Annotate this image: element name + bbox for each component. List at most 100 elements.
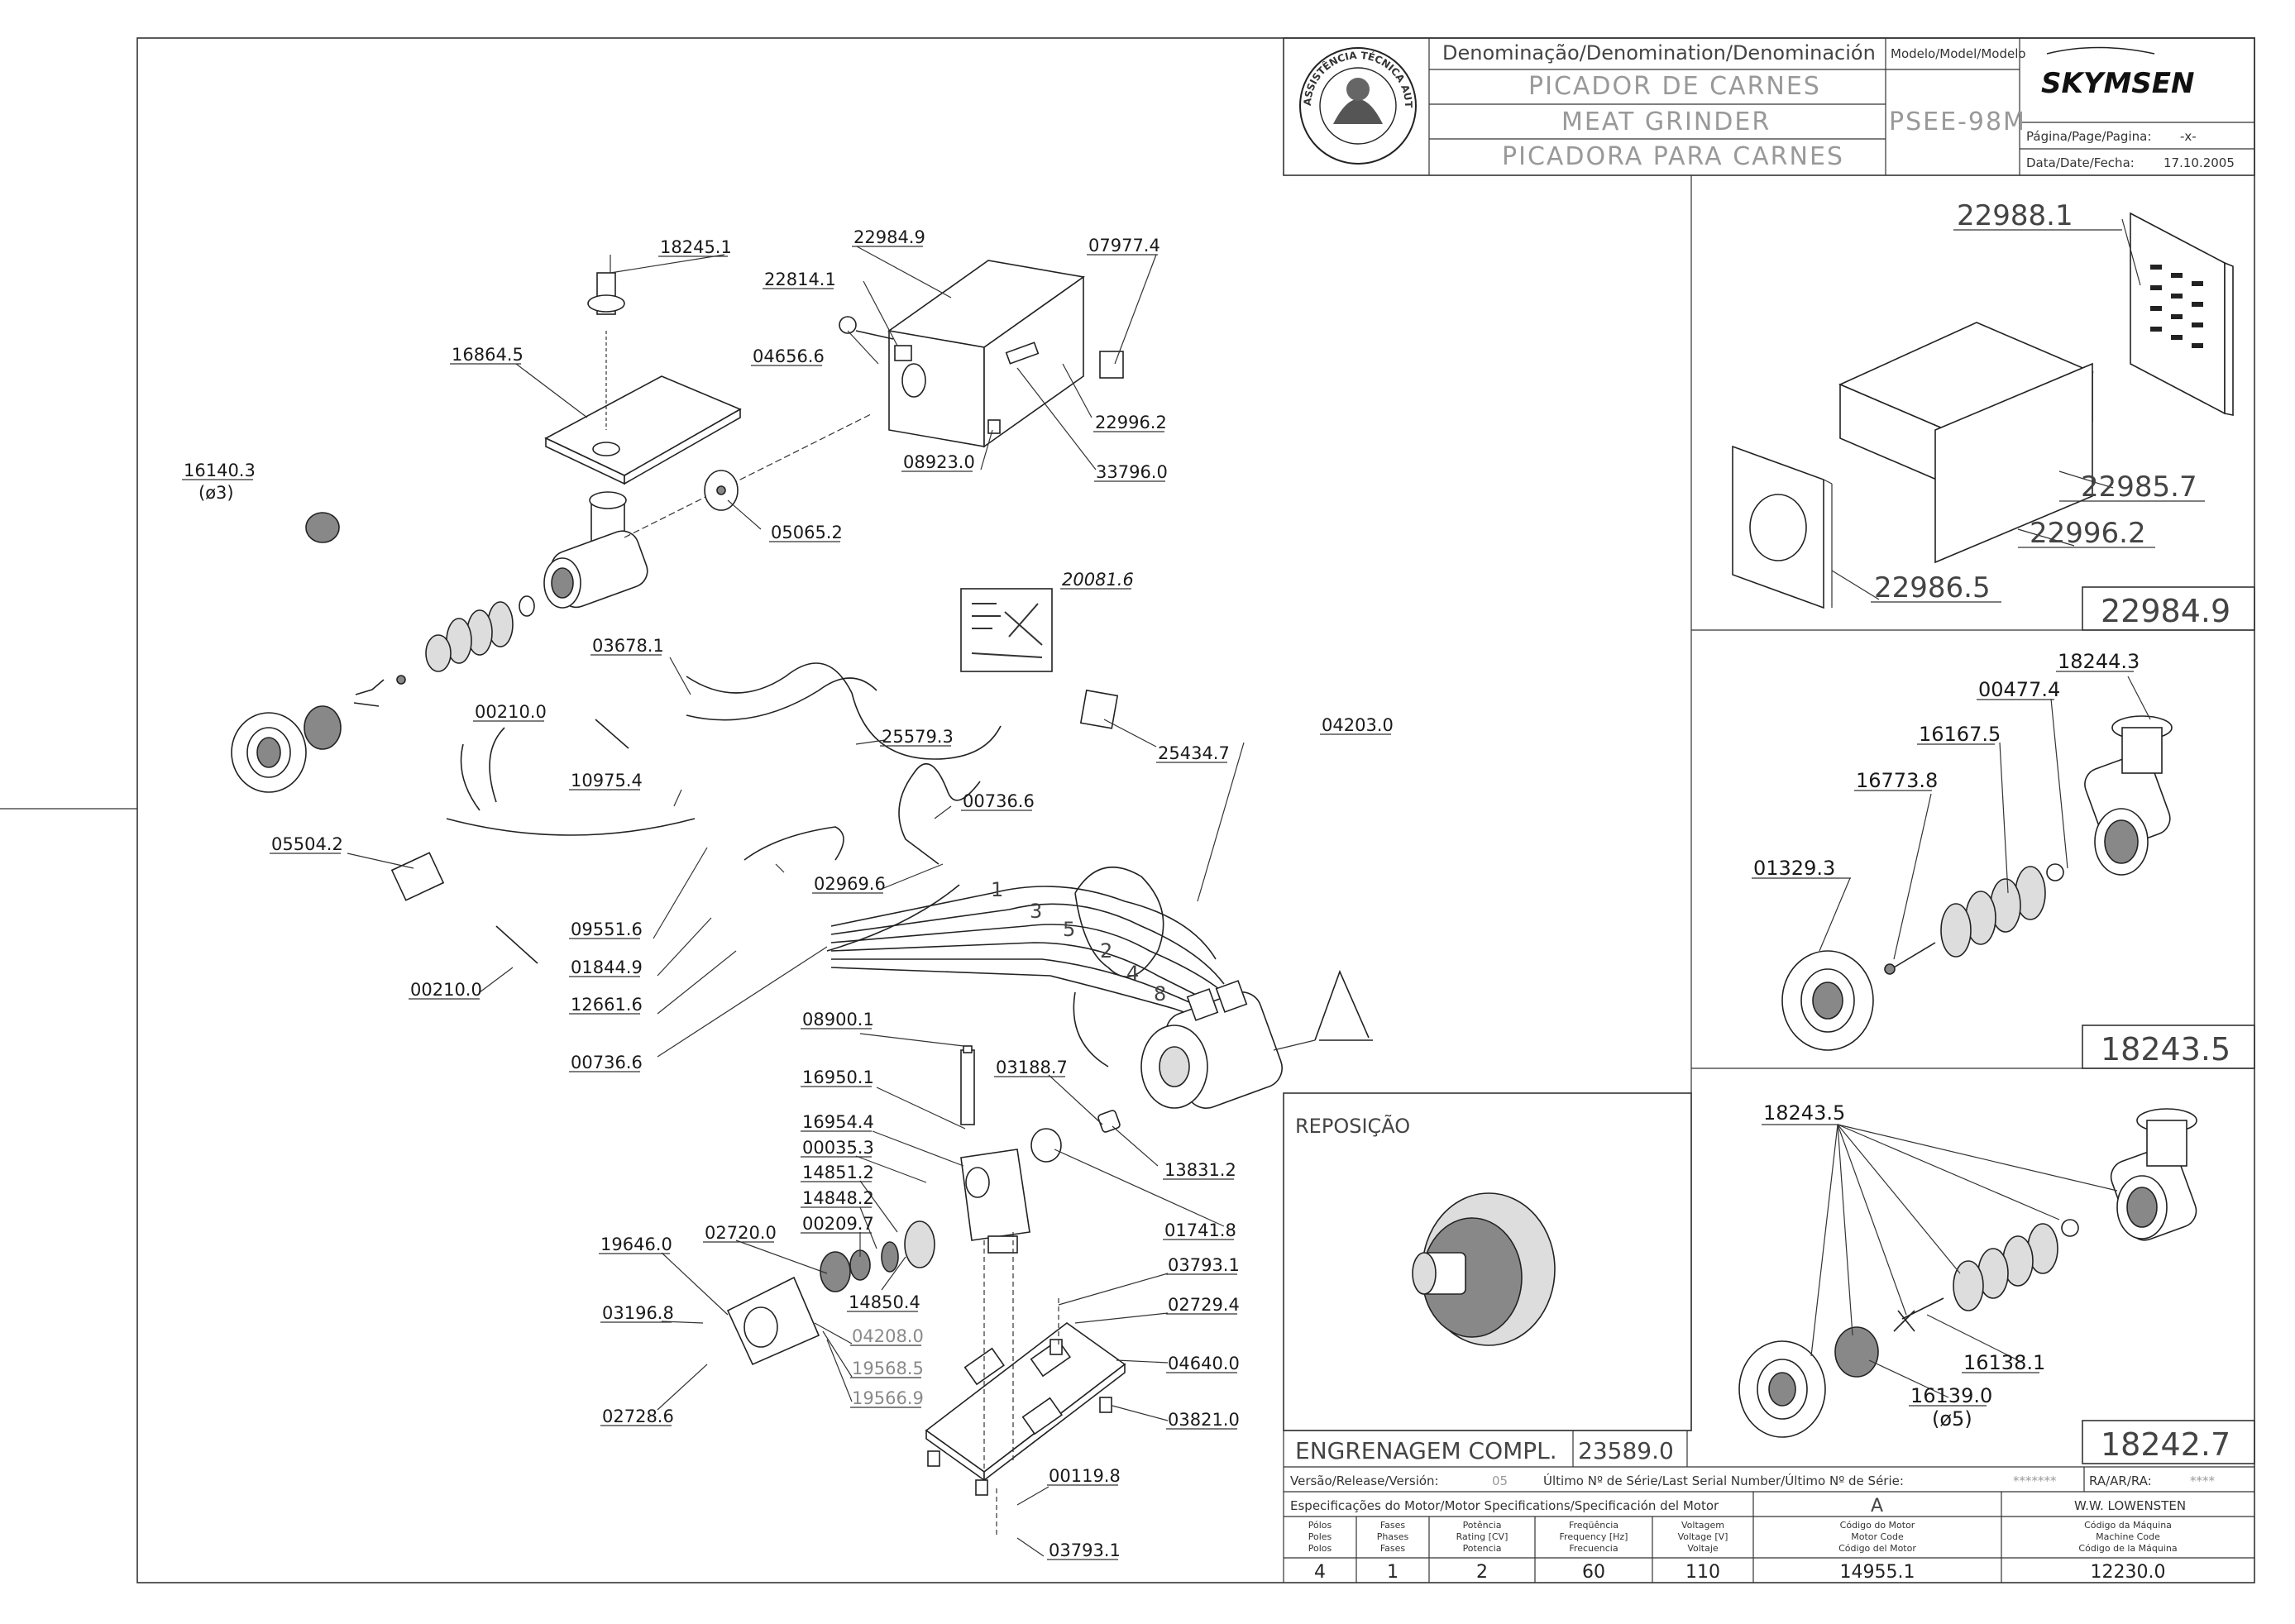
part-label: 07977.4	[1088, 236, 1160, 256]
spec-column-3: Freqüência Frequency [Hz] Frecuencia 60	[1560, 1520, 1628, 1583]
part-label: 14850.4	[849, 1292, 920, 1312]
page-value: -x-	[2180, 129, 2197, 144]
version-label: Versão/Release/Versión:	[1290, 1474, 1439, 1488]
part-label: 00035.3	[802, 1138, 874, 1158]
part-label: 04640.0	[1168, 1354, 1240, 1373]
svg-text:Poles: Poles	[1308, 1531, 1332, 1542]
part-label: 10975.4	[571, 771, 643, 791]
svg-text:Freqüência: Freqüência	[1569, 1520, 1618, 1531]
motor-spec-label: Especificações do Motor/Motor Specificat…	[1290, 1498, 1719, 1513]
svg-text:Potencia: Potencia	[1463, 1543, 1502, 1554]
barrel-panel-labels: 18244.3 00477.4 16167.5 16773.8 01329.3 …	[1752, 650, 2230, 1068]
part-label: 16773.8	[1856, 769, 1938, 792]
svg-text:Machine Code: Machine Code	[2096, 1531, 2160, 1542]
part-label: 05504.2	[271, 834, 343, 854]
part-label: (ø3)	[198, 483, 234, 503]
date-value: 17.10.2005	[2164, 155, 2235, 170]
serial-label: Último Nº de Série/Last Serial Number/Úl…	[1543, 1473, 1904, 1488]
title-block: ASSISTÊNCIA TÉCNICA AUTORIZADA Denominaç…	[0, 0, 2255, 176]
part-label: 00209.7	[802, 1214, 874, 1234]
svg-text:3: 3	[1030, 900, 1042, 923]
part-label: 02729.4	[1168, 1295, 1240, 1315]
part-label: 25434.7	[1158, 743, 1230, 763]
part-label: 04208.0	[852, 1326, 924, 1346]
assembly-code-housing: 22984.9	[2101, 593, 2230, 629]
part-label: 22985.7	[2081, 470, 2197, 504]
part-label: 00210.0	[475, 702, 547, 722]
spec-value-rating: 2	[1476, 1562, 1488, 1583]
svg-text:Pólos: Pólos	[1308, 1520, 1332, 1531]
svg-text:Motor Code: Motor Code	[1851, 1531, 1904, 1542]
name-en: MEAT GRINDER	[1561, 107, 1771, 136]
part-label: 22984.9	[853, 227, 925, 247]
main-exploded-drawing	[231, 260, 1373, 1538]
part-label: 09551.6	[571, 919, 643, 939]
technical-assistance-seal: ASSISTÊNCIA TÉCNICA AUTORIZADA	[0, 0, 1417, 165]
model-label: Modelo/Model/Modelo	[1891, 46, 2026, 61]
spec-value-motor-code: 14955.1	[1840, 1562, 1915, 1583]
part-label: 02969.6	[814, 874, 886, 894]
drawing-border	[136, 37, 2255, 1583]
housing-panel-labels: 22988.1 22985.7 22996.2 22986.5 22984.9	[1871, 199, 2230, 629]
svg-text:Código de la Máquina: Código de la Máquina	[2078, 1543, 2177, 1554]
part-label: 04656.6	[753, 346, 825, 366]
part-label: 03196.8	[602, 1303, 674, 1323]
part-label: 16138.1	[1963, 1351, 2045, 1374]
svg-text:Polos: Polos	[1308, 1543, 1332, 1554]
part-label: 14851.2	[802, 1163, 874, 1182]
part-label: 00736.6	[963, 791, 1035, 811]
part-label: 05065.2	[771, 523, 843, 542]
assembly-code-kit: 18242.7	[2101, 1426, 2230, 1463]
spec-value-voltage: 110	[1685, 1562, 1720, 1583]
leader-lines	[347, 218, 2151, 1557]
part-code: 23589.0	[1578, 1437, 1674, 1464]
part-label: 19568.5	[852, 1359, 924, 1378]
page-label: Página/Page/Pagina:	[2026, 129, 2151, 144]
part-label: 00477.4	[1978, 678, 2060, 701]
replacement-title: REPOSIÇÃO	[1295, 1113, 1410, 1138]
assembly-code-barrel: 18243.5	[2101, 1031, 2230, 1068]
spec-column-4: Voltagem Voltage [V] Voltaje 110	[1678, 1520, 1728, 1583]
part-label: 22996.2	[2030, 517, 2146, 550]
part-label: 03793.1	[1049, 1540, 1121, 1560]
part-label: 13831.2	[1164, 1160, 1236, 1180]
spec-column-6: Código da Máquina Machine Code Código de…	[2078, 1520, 2177, 1583]
spec-value-phases: 1	[1387, 1562, 1399, 1583]
part-label: (ø5)	[1932, 1407, 1972, 1431]
part-label: 16954.4	[802, 1112, 874, 1132]
part-label: 01329.3	[1753, 857, 1835, 880]
part-labels: 18245.1 22984.9 22814.1 07977.4 16864.5 …	[182, 227, 1394, 1560]
svg-text:Rating [CV]: Rating [CV]	[1456, 1531, 1508, 1542]
spec-value-machine-code: 12230.0	[2091, 1562, 2166, 1583]
part-label: 18243.5	[1763, 1101, 1845, 1125]
serial-value: *******	[2013, 1474, 2057, 1488]
ra-value: ****	[2190, 1474, 2216, 1488]
part-label: 12661.6	[571, 995, 643, 1015]
kit-panel-labels: 18243.5 16138.1 16139.0 (ø5) 18242.7	[1762, 1101, 2230, 1463]
name-es: PICADORA PARA CARNES	[1502, 142, 1844, 171]
barrel-panel-drawing	[1781, 715, 2173, 1051]
part-label: 19566.9	[852, 1388, 924, 1408]
right-panels	[1690, 175, 2255, 1464]
svg-text:Frequency [Hz]: Frequency [Hz]	[1560, 1531, 1628, 1542]
svg-text:8: 8	[1154, 982, 1166, 1005]
part-label: 03188.7	[996, 1058, 1068, 1077]
part-label: 08900.1	[802, 1010, 874, 1029]
svg-text:1: 1	[991, 878, 1003, 901]
part-label: 02720.0	[705, 1223, 777, 1243]
part-label: 16140.3	[184, 461, 256, 480]
svg-text:5: 5	[1063, 918, 1075, 941]
part-label: 25579.3	[882, 727, 954, 747]
kit-panel-drawing	[1738, 1108, 2197, 1438]
wire-numbers: 1 3 5 2 4 8	[991, 878, 1166, 1005]
part-label: 18244.3	[2058, 650, 2140, 673]
svg-text:ASSISTÊNCIA TÉCNICA AUTORIZADA: ASSISTÊNCIA TÉCNICA AUTORIZADA	[0, 0, 1414, 108]
svg-text:Voltage [V]: Voltage [V]	[1678, 1531, 1728, 1542]
part-label: 00736.6	[571, 1053, 643, 1072]
part-label: 16864.5	[452, 345, 524, 365]
part-label: 19646.0	[600, 1235, 672, 1254]
spec-value-poles: 4	[1314, 1562, 1326, 1583]
spec-table: ENGRENAGEM COMPL. 23589.0 Versão/Release…	[1283, 1431, 2254, 1583]
svg-text:Fases: Fases	[1380, 1543, 1406, 1554]
